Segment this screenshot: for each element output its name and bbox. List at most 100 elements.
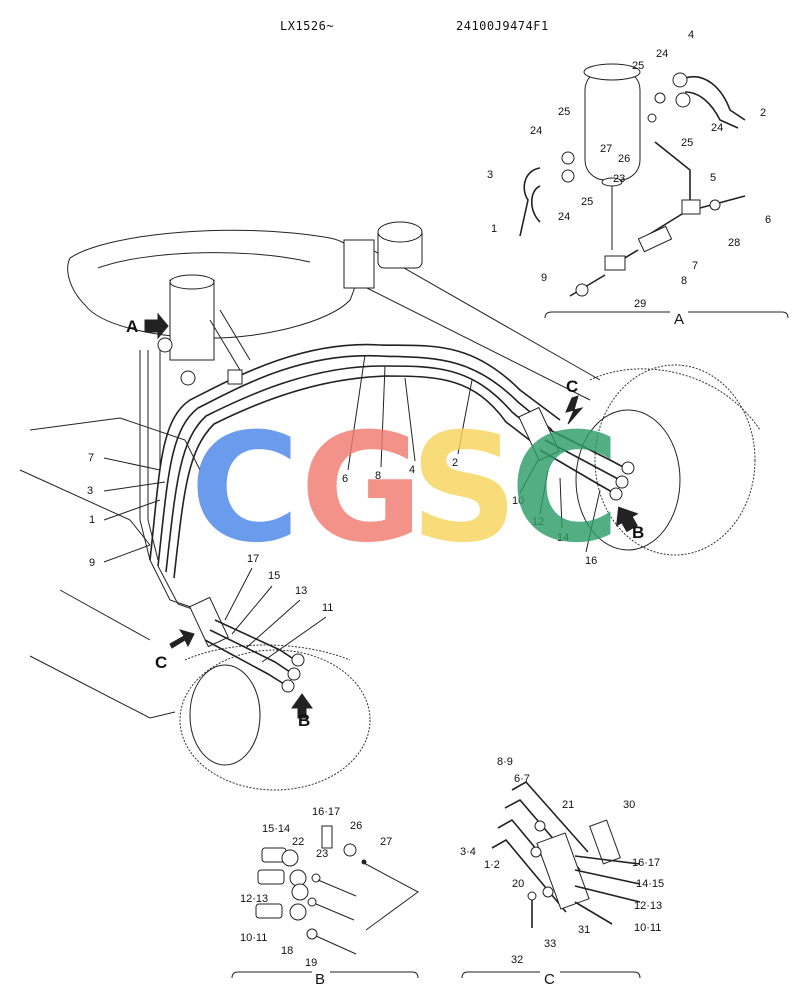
callout-a: A	[126, 317, 138, 336]
part-number-label: 25	[632, 60, 644, 72]
detail-c-bracket	[461, 971, 540, 979]
part-number-label: 12·13	[240, 893, 268, 905]
leader-line	[539, 469, 549, 515]
callout-b-left: B	[298, 711, 310, 730]
part-number-label: 9	[89, 557, 95, 569]
leader-line	[231, 585, 273, 635]
leader-line	[404, 377, 416, 462]
part-number-label: 30	[623, 799, 635, 811]
part-number-label: 19	[305, 957, 317, 969]
part-number-label: 6	[342, 473, 348, 485]
detail-a-caption: A	[674, 311, 684, 328]
leader-line	[245, 599, 301, 649]
part-number-label: 25	[558, 106, 570, 118]
leader-line	[103, 499, 161, 521]
part-number-label: 6	[765, 214, 771, 226]
part-number-label: 33	[544, 938, 556, 950]
part-number-label: 23	[316, 848, 328, 860]
part-number-label: 24	[656, 48, 668, 60]
part-number-label: 18	[281, 945, 293, 957]
part-number-label: 24	[558, 211, 570, 223]
part-number-label: 26	[618, 153, 630, 165]
detail-b-caption: B	[315, 971, 325, 988]
part-number-label: 1	[89, 514, 95, 526]
part-number-label: 28	[728, 237, 740, 249]
part-number-label: 22	[292, 836, 304, 848]
arrow-c-left-icon	[169, 629, 195, 649]
part-number-label: 2	[452, 457, 458, 469]
part-number-label: 27	[600, 143, 612, 155]
part-number-label: 8·9	[497, 756, 513, 768]
part-number-label: 24	[530, 125, 542, 137]
callout-c-left: C	[155, 653, 167, 672]
part-number-label: 4	[688, 29, 694, 41]
part-number-label: 13	[295, 585, 307, 597]
detail-c-caption: C	[544, 971, 555, 988]
watermark-letter: C	[190, 402, 300, 576]
part-number-label: 12·13	[634, 900, 662, 912]
leader-line	[585, 489, 601, 553]
part-number-label: 7	[692, 260, 698, 272]
part-number-label: 8	[375, 470, 381, 482]
part-number-label: 21	[562, 799, 574, 811]
leader-line	[103, 544, 151, 563]
part-number-label: 24	[711, 122, 723, 134]
part-number-label: 9	[541, 272, 547, 284]
leader-line	[103, 457, 161, 471]
part-number-label: 29	[634, 298, 646, 310]
leader-line	[103, 481, 166, 492]
leader-line	[224, 567, 253, 621]
watermark-letter: S	[410, 402, 518, 576]
part-number-label: 25	[681, 137, 693, 149]
leader-line	[457, 379, 473, 455]
part-number-label: 1	[491, 223, 497, 235]
part-number-label: 31	[578, 924, 590, 936]
part-number-label: 7	[88, 452, 94, 464]
part-number-label: 8	[681, 275, 687, 287]
part-number-label: 17	[247, 553, 259, 565]
arrow-c-right-icon	[565, 395, 584, 425]
arrow-b-left-icon	[291, 693, 313, 719]
part-number-label: 23	[613, 173, 625, 185]
arrow-b-right-icon	[616, 506, 639, 533]
leader-line	[519, 459, 539, 494]
detail-c-drawing: 8·96·7 21 30 3·4 1·2 20 16·17 14·15 12·13 10·11 31…	[460, 756, 664, 966]
leader-line	[347, 354, 366, 471]
detail-b-bracket	[231, 971, 312, 979]
part-number-label: 16·17	[632, 857, 660, 869]
leader-line	[380, 365, 386, 468]
watermark: C G S C	[190, 402, 620, 576]
part-number-label: 27	[380, 836, 392, 848]
serial-range: LX1526~	[280, 19, 334, 33]
part-number-label: 16·17	[312, 806, 340, 818]
leader-line	[261, 616, 327, 663]
hose-bundle	[139, 309, 635, 693]
part-number-label: 10	[512, 495, 524, 507]
part-number-label: 14	[557, 532, 569, 544]
detail-a-bracket	[544, 311, 670, 319]
part-number-label: 2	[760, 107, 766, 119]
part-number-label: 6·7	[514, 773, 530, 785]
part-number: 24100J9474F1	[456, 19, 549, 33]
part-number-label: 20	[512, 878, 524, 890]
part-number-label: 14·15	[636, 878, 664, 890]
part-number-label: 25	[581, 196, 593, 208]
part-number-label: 10·11	[634, 922, 661, 934]
part-number-label: 32	[511, 954, 523, 966]
part-number-label: 11	[322, 602, 333, 614]
callout-b-right: B	[632, 523, 644, 542]
part-number-label: 10·11	[240, 932, 267, 944]
part-number-label: 1·2	[484, 859, 500, 871]
part-number-label: 15	[268, 570, 280, 582]
callout-c-right: C	[566, 377, 578, 396]
part-number-label: 26	[350, 820, 362, 832]
part-number-label: 3	[487, 169, 493, 181]
part-number-label: 16	[585, 555, 597, 567]
part-number-label: 3	[87, 485, 93, 497]
leader-line	[559, 477, 563, 529]
part-number-label: 3·4	[460, 846, 476, 858]
